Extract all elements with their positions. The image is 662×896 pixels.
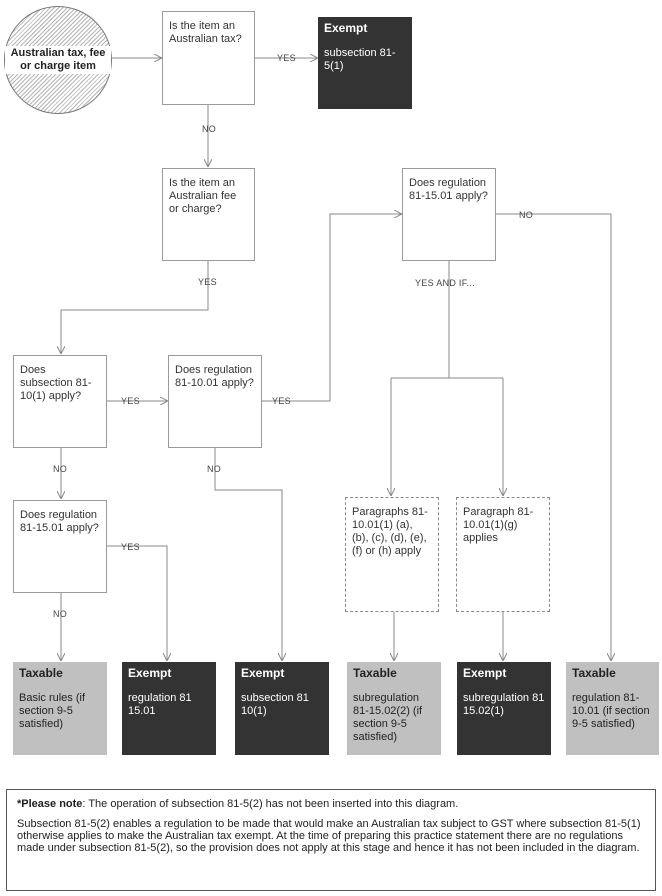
please-note-box: *Please note: The operation of subsectio… [6, 789, 656, 891]
label-yes-q4: YES [272, 396, 291, 406]
label-no-q5: NO [519, 210, 534, 220]
label-yes-q2: YES [198, 277, 217, 287]
label-yes-and-if: YES AND IF... [415, 278, 475, 288]
q4-no-arrow [214, 448, 282, 660]
condition-paragraphs-81-10-01-1: Paragraphs 81-10.01(1) (a), (b), (c), (d… [345, 497, 439, 612]
decision-subsection-81-10-1: Does subsection 81-10(1) apply? [13, 355, 107, 448]
start-node: Australian tax, fee or charge item [4, 6, 112, 114]
decision-regulation-81-15-01-right: Does regulation 81-15.01 apply? [402, 168, 496, 261]
note-paragraph-2: Subsection 81-5(2) enables a regulation … [17, 818, 641, 854]
label-no-q3: NO [53, 464, 68, 474]
decision-regulation-81-10-01: Does regulation 81-10.01 apply? [168, 355, 262, 448]
q2-yes-arrow [61, 261, 209, 353]
decision-regulation-81-15-01-left: Does regulation 81-15.01 apply? [13, 500, 107, 593]
label-no-q1: NO [202, 124, 217, 134]
decision-is-fee-or-charge: Is the item an Australian fee or charge? [162, 168, 255, 261]
q6-yes-arrow [106, 545, 167, 660]
q4-yes-arrow [261, 214, 401, 402]
terminal-taxable-81-15-02-2: Taxable subregulation 81-15.02(2) (if se… [347, 662, 441, 755]
terminal-taxable-81-10-01: Taxable regulation 81-10.01 (if section … [566, 662, 659, 755]
terminal-exempt-81-15-01: Exempt regulation 81 15.01 [122, 662, 216, 755]
label-no-q6: NO [53, 609, 68, 619]
terminal-taxable-basic-rules: Taxable Basic rules (if section 9-5 sati… [13, 662, 107, 755]
label-no-q4: NO [207, 464, 222, 474]
q5-no-arrow [495, 213, 611, 660]
start-label: Australian tax, fee or charge item [5, 46, 111, 74]
terminal-exempt-81-10-1: Exempt subsection 81 10(1) [235, 662, 329, 755]
q5-yesif-line [391, 261, 503, 379]
terminal-exempt-81-5-1: Exempt subsection 81-5(1) [318, 17, 412, 109]
label-yes-q6: YES [121, 542, 140, 552]
note-line-1: *Please note: The operation of subsectio… [17, 798, 459, 810]
terminal-exempt-81-15-02-1: Exempt subregulation 81 15.02(1) [457, 662, 551, 755]
decision-is-australian-tax: Is the item an Australian tax? [162, 11, 255, 105]
condition-paragraph-81-10-01-1-g: Paragraph 81-10.01(1)(g) applies [456, 497, 550, 612]
label-yes-q3: YES [121, 396, 140, 406]
label-yes-q1: YES [277, 53, 296, 63]
